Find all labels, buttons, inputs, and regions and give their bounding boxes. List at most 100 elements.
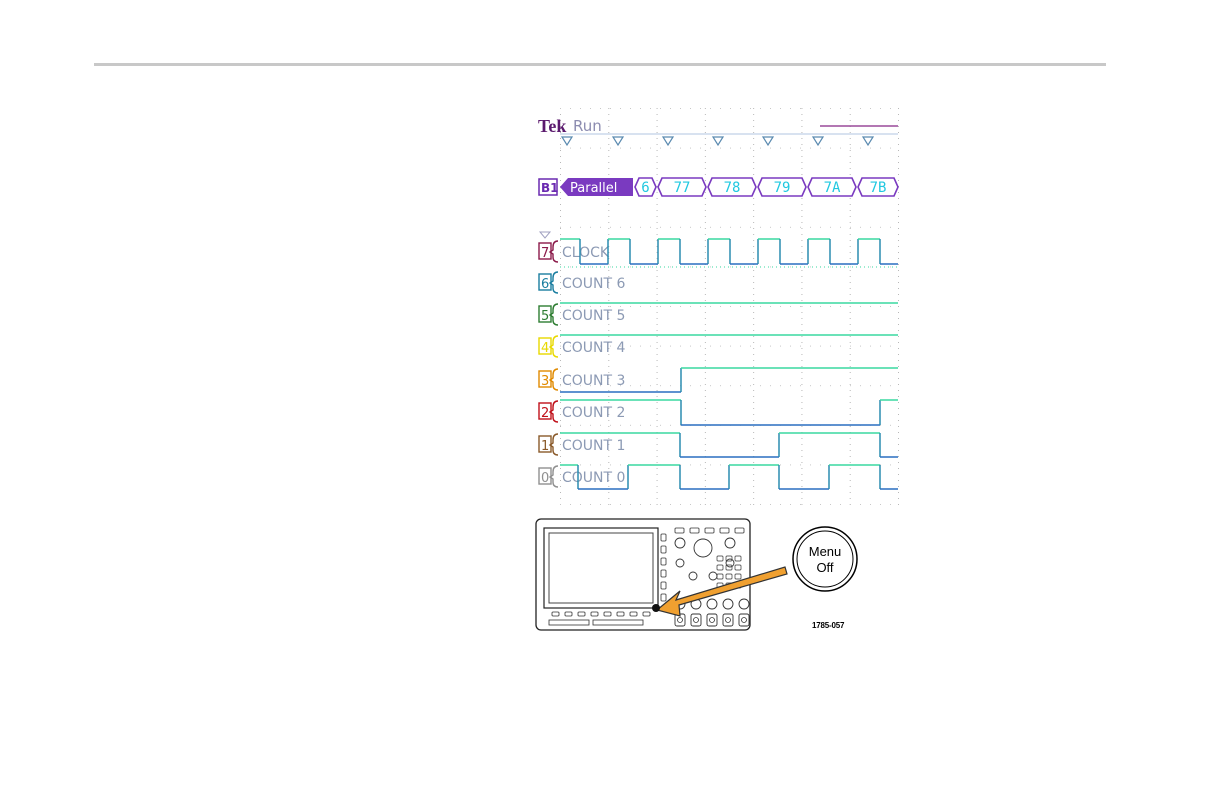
grid-dot [705, 390, 706, 391]
grid-dot [753, 462, 754, 463]
grid-dot [790, 227, 791, 228]
grid-dot [753, 396, 754, 397]
grid-dot [705, 150, 706, 151]
grid-dot [801, 162, 802, 163]
grid-dot [898, 198, 899, 199]
grid-dot [890, 306, 891, 307]
grid-dot [898, 120, 899, 121]
grid-dot [657, 270, 658, 271]
grid-dot [801, 252, 802, 253]
grid-dot [570, 108, 571, 109]
grid-dot [730, 148, 731, 149]
grid-dot [560, 210, 561, 211]
channel-label: COUNT 5 [562, 308, 625, 324]
grid-dot [770, 148, 771, 149]
grid-dot [898, 204, 899, 205]
grid-dot [850, 258, 851, 259]
grid-dot [657, 414, 658, 415]
grid-dot [898, 414, 899, 415]
grid-dot [850, 216, 851, 217]
grid-dot [560, 408, 561, 409]
grid-dot [640, 227, 641, 228]
grid-dot [657, 366, 658, 367]
grid-dot [801, 234, 802, 235]
grid-dot [898, 408, 899, 409]
grid-dot [700, 227, 701, 228]
grid-dot [560, 378, 561, 379]
grid-dot [670, 266, 671, 267]
grid-dot [560, 312, 561, 313]
grid-dot [890, 266, 891, 267]
grid-dot [560, 276, 561, 277]
grid-dot [657, 498, 658, 499]
grid-dot [750, 346, 751, 347]
grid-dot [608, 390, 609, 391]
grid-dot [850, 108, 851, 109]
grid-dot [580, 425, 581, 426]
grid-dot [657, 468, 658, 469]
grid-dot [660, 306, 661, 307]
grid-dot [753, 492, 754, 493]
grid-dot [801, 330, 802, 331]
grid-dot [860, 108, 861, 109]
grid-dot [630, 306, 631, 307]
grid-dot [608, 456, 609, 457]
grid-dot [610, 227, 611, 228]
grid-dot [657, 282, 658, 283]
grid-dot [610, 266, 611, 267]
grid-dot [840, 306, 841, 307]
channel-number: 2 [541, 406, 549, 421]
grid-dot [801, 240, 802, 241]
channel-label: COUNT 2 [562, 405, 625, 421]
grid-dot [753, 222, 754, 223]
grid-dot [880, 148, 881, 149]
grid-dot [780, 148, 781, 149]
grid-dot [608, 198, 609, 199]
grid-dot [820, 385, 821, 386]
grid-dot [560, 414, 561, 415]
grid-dot [710, 464, 711, 465]
grid-dot [850, 306, 851, 307]
grid-dot [630, 346, 631, 347]
grid-dot [670, 346, 671, 347]
grid-dot [690, 464, 691, 465]
grid-dot [880, 306, 881, 307]
bus-value-label: 7B [870, 180, 887, 196]
grid-dot [657, 312, 658, 313]
grid-dot [560, 246, 561, 247]
grid-dot [590, 148, 591, 149]
grid-dot [801, 174, 802, 175]
grid-dot [650, 504, 651, 505]
grid-dot [570, 266, 571, 267]
grid-dot [657, 420, 658, 421]
grid-dot [670, 425, 671, 426]
grid-dot [750, 148, 751, 149]
grid-dot [753, 390, 754, 391]
grid-dot [580, 148, 581, 149]
grid-dot [898, 348, 899, 349]
grid-dot [657, 408, 658, 409]
grid-dot [850, 234, 851, 235]
grid-dot [608, 360, 609, 361]
grid-dot [750, 227, 751, 228]
grid-dot [780, 504, 781, 505]
grid-dot [850, 324, 851, 325]
grid-dot [610, 108, 611, 109]
grid-dot [570, 227, 571, 228]
grid-dot [820, 108, 821, 109]
grid-dot [850, 148, 851, 149]
grid-dot [790, 306, 791, 307]
grid-dot [650, 425, 651, 426]
grid-dot [560, 252, 561, 253]
grid-dot [657, 198, 658, 199]
grid-dot [898, 390, 899, 391]
grid-dot [850, 162, 851, 163]
grid-dot [657, 372, 658, 373]
grid-dot [657, 126, 658, 127]
grid-dot [705, 144, 706, 145]
grid-dot [820, 227, 821, 228]
grid-dot [898, 144, 899, 145]
grid-dot [560, 227, 561, 228]
grid-dot [630, 227, 631, 228]
grid-dot [801, 114, 802, 115]
